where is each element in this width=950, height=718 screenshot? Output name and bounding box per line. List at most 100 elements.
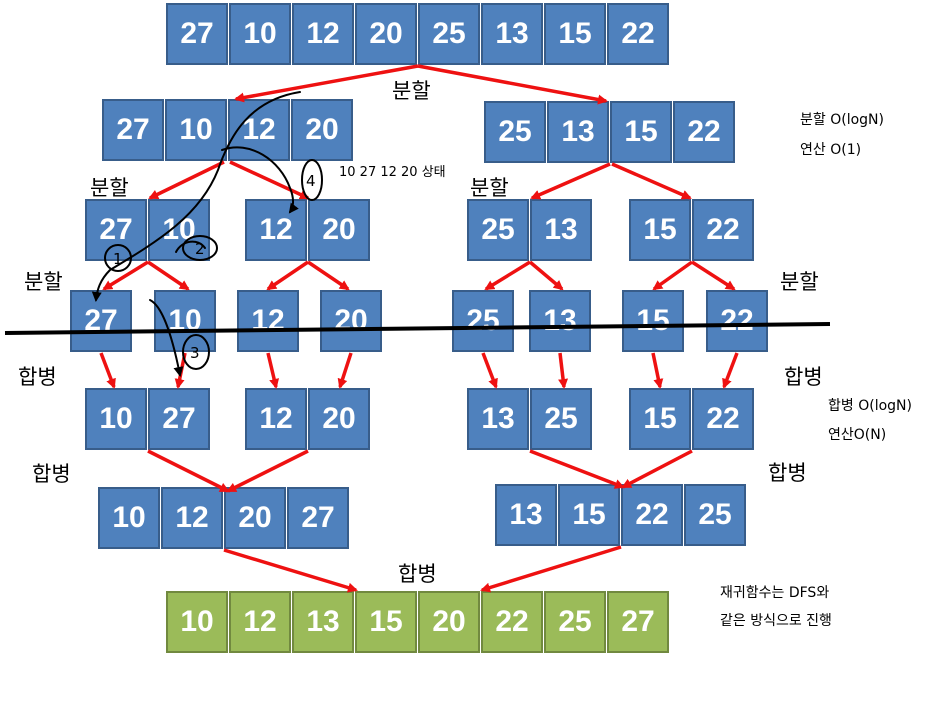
- arrow-merge-1c: [266, 352, 280, 389]
- cell-m2-right-2: 15: [558, 484, 620, 546]
- cell-d2-2b: 20: [308, 199, 370, 261]
- cell-top-4: 20: [355, 3, 417, 65]
- cell-final-6: 22: [481, 591, 543, 653]
- cell-m1-2a: 12: [245, 388, 307, 450]
- cell-d3-2: 10: [154, 290, 216, 352]
- cell-final-3: 13: [292, 591, 354, 653]
- label-split-2-right: 분할: [470, 176, 509, 200]
- arrow-merge-1b: [174, 352, 187, 389]
- arrow-merge-1a: [99, 352, 116, 389]
- note-split-cost-1: 분할 O(logN): [800, 112, 884, 128]
- arrow-split-3b: [147, 260, 190, 291]
- arrow-split-3h: [691, 260, 736, 291]
- label-merge-2-left: 합병: [32, 462, 71, 486]
- cell-m2-right-4: 25: [684, 484, 746, 546]
- arrow-split-1-right: [417, 64, 608, 105]
- cell-m1-1b: 27: [148, 388, 210, 450]
- arrow-merge-1d: [337, 352, 353, 389]
- arrow-split-3a: [102, 260, 149, 291]
- cell-d1-left-2: 10: [165, 99, 227, 161]
- cell-top-7: 15: [544, 3, 606, 65]
- cell-d1-left-3: 12: [228, 99, 290, 161]
- note-merge-cost-2: 연산O(N): [828, 427, 887, 443]
- note-split-cost-2: 연산 O(1): [800, 142, 862, 158]
- arrow-merge-3a: [223, 548, 358, 593]
- cell-d3-1: 27: [70, 290, 132, 352]
- hand-number-4: 4: [306, 172, 316, 190]
- arrow-merge-1e: [481, 352, 498, 389]
- cell-d3-8: 22: [706, 290, 768, 352]
- arrow-merge-2b: [226, 449, 309, 493]
- cell-final-7: 25: [544, 591, 606, 653]
- cell-m2-left-3: 20: [224, 487, 286, 549]
- cell-d2-4b: 22: [692, 199, 754, 261]
- label-merge-3: 합병: [398, 562, 437, 586]
- cell-m2-left-2: 12: [161, 487, 223, 549]
- label-merge-1-left: 합병: [18, 365, 57, 389]
- cell-final-1: 10: [166, 591, 228, 653]
- cell-final-5: 20: [418, 591, 480, 653]
- arrow-merge-3b: [480, 545, 622, 593]
- arrow-split-2b: [229, 160, 310, 200]
- cell-m1-3b: 25: [530, 388, 592, 450]
- cell-m2-right-1: 13: [495, 484, 557, 546]
- cell-top-3: 12: [292, 3, 354, 65]
- arrow-split-3f: [528, 260, 564, 291]
- label-split-1: 분할: [392, 79, 431, 103]
- label-split-3-left: 분할: [24, 270, 63, 294]
- cell-final-2: 12: [229, 591, 291, 653]
- cell-top-1: 27: [166, 3, 228, 65]
- arrow-merge-2c: [529, 449, 625, 489]
- arrow-merge-1h: [722, 352, 739, 389]
- cell-m2-right-3: 22: [621, 484, 683, 546]
- cell-m1-1a: 10: [85, 388, 147, 450]
- arrow-split-3e: [484, 260, 531, 291]
- cell-top-5: 25: [418, 3, 480, 65]
- cell-d1-right-4: 22: [673, 101, 735, 163]
- cell-m2-left-4: 27: [287, 487, 349, 549]
- cell-d2-3b: 13: [530, 199, 592, 261]
- cell-d3-7: 15: [622, 290, 684, 352]
- cell-d1-left-4: 20: [291, 99, 353, 161]
- cell-m1-4a: 15: [629, 388, 691, 450]
- cell-d1-right-2: 13: [547, 101, 609, 163]
- arrow-split-3g: [652, 260, 694, 291]
- cell-top-2: 10: [229, 3, 291, 65]
- cell-d2-1b: 10: [148, 199, 210, 261]
- cell-d2-3a: 25: [467, 199, 529, 261]
- note-recursion-2: 같은 방식으로 진행: [720, 613, 832, 629]
- label-split-2-left: 분할: [90, 176, 129, 200]
- arrow-merge-2d: [621, 449, 693, 489]
- note-state: 10 27 12 20 상태: [339, 165, 446, 180]
- cell-top-6: 13: [481, 3, 543, 65]
- arrow-split-1-left: [234, 64, 419, 103]
- note-recursion-1: 재귀함수는 DFS와: [720, 585, 830, 601]
- arrow-merge-1f: [558, 352, 569, 389]
- cell-d3-6: 13: [529, 290, 591, 352]
- arrow-split-3c: [266, 260, 309, 291]
- label-merge-2-right: 합병: [768, 461, 807, 485]
- note-merge-cost-1: 합병 O(logN): [828, 398, 912, 414]
- cell-d2-1a: 27: [85, 199, 147, 261]
- arrow-split-2d: [611, 162, 692, 200]
- cell-m1-3a: 13: [467, 388, 529, 450]
- label-merge-1-right: 합병: [784, 365, 823, 389]
- cell-d2-4a: 15: [629, 199, 691, 261]
- arrow-split-2a: [148, 160, 225, 200]
- cell-d1-right-3: 15: [610, 101, 672, 163]
- arrow-split-2c: [530, 162, 611, 200]
- hand-circle-4: [301, 159, 323, 201]
- cell-d3-5: 25: [452, 290, 514, 352]
- cell-d3-3: 12: [237, 290, 299, 352]
- cell-d2-2a: 12: [245, 199, 307, 261]
- arrow-split-3d: [307, 260, 350, 291]
- cell-d1-left-1: 27: [102, 99, 164, 161]
- cell-m1-2b: 20: [308, 388, 370, 450]
- cell-final-4: 15: [355, 591, 417, 653]
- cell-d3-4: 20: [320, 290, 382, 352]
- cell-d1-right-1: 25: [484, 101, 546, 163]
- cell-final-8: 27: [607, 591, 669, 653]
- arrow-merge-2a: [147, 449, 230, 493]
- cell-top-8: 22: [607, 3, 669, 65]
